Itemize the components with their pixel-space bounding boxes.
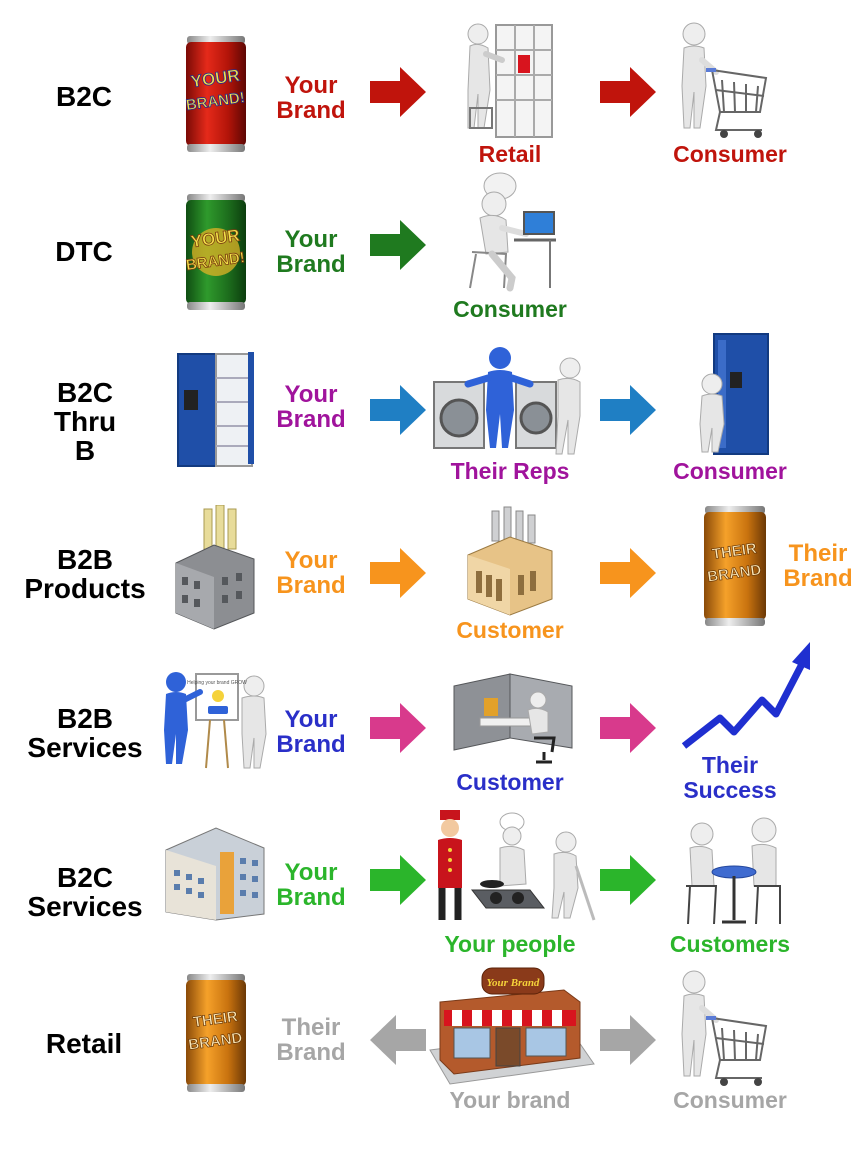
service-staff-icon bbox=[438, 810, 596, 921]
arrow-right-icon bbox=[370, 855, 426, 905]
hotel-building-icon bbox=[165, 827, 265, 921]
retail-caption: Retail bbox=[478, 141, 542, 167]
arrow-right-icon bbox=[600, 703, 656, 753]
your-brand-caption: Your brand bbox=[449, 1087, 571, 1113]
your-brand-can-red: YOUR BRAND! bbox=[184, 36, 246, 152]
svg-text:THEIR: THEIR bbox=[192, 1008, 239, 1031]
cafe-customers-icon bbox=[686, 817, 781, 925]
arrow-right-icon bbox=[370, 67, 426, 117]
your-brand-can-green: YOUR BRAND! bbox=[184, 194, 246, 310]
consumer-caption: Consumer bbox=[673, 1087, 787, 1113]
factory-gray-icon bbox=[175, 505, 255, 630]
model-label: DTC bbox=[55, 236, 113, 267]
chart-sign-text: Helping your brand GROW bbox=[187, 680, 247, 686]
arrow-right-icon bbox=[370, 548, 426, 598]
customer-caption: Customer bbox=[456, 617, 564, 643]
model-label: Retail bbox=[45, 1028, 123, 1059]
arrow-right-icon bbox=[370, 385, 426, 435]
refrigerator-icon bbox=[177, 352, 254, 467]
arrow-right-icon bbox=[600, 1015, 656, 1065]
svg-text:THEIR: THEIR bbox=[711, 540, 758, 563]
consumer-caption: Consumer bbox=[673, 458, 787, 484]
their-brand-can-icon: THEIR BRAND bbox=[186, 974, 246, 1092]
factory-tan-icon bbox=[467, 506, 553, 616]
sales-rep-washers-icon bbox=[433, 347, 581, 455]
customers-caption: Customers bbox=[669, 931, 791, 957]
arrow-left-icon bbox=[370, 1015, 426, 1065]
consumer-fridge-figure-icon bbox=[699, 333, 769, 455]
arrow-right-icon bbox=[370, 220, 426, 270]
their-reps-caption: Their Reps bbox=[450, 458, 570, 484]
office-cubicle-icon bbox=[453, 673, 573, 764]
arrow-right-icon bbox=[600, 548, 656, 598]
storefront-icon: Your Brand bbox=[429, 967, 595, 1085]
their-brand-can-icon: THEIR BRAND bbox=[704, 506, 766, 626]
arrow-right-icon bbox=[600, 855, 656, 905]
consultant-presentation-icon: Helping your brand GROW bbox=[164, 672, 267, 769]
retail-shelf-figure-icon bbox=[467, 23, 553, 138]
consumer-caption: Consumer bbox=[673, 141, 787, 167]
growth-arrow-icon bbox=[681, 642, 810, 749]
computer-user-figure-icon bbox=[469, 172, 556, 292]
arrow-right-icon bbox=[370, 703, 426, 753]
arrow-right-icon bbox=[600, 385, 656, 435]
model-label: B2C bbox=[55, 81, 112, 112]
customer-caption: Customer bbox=[456, 769, 564, 795]
shopping-cart-figure-icon bbox=[681, 970, 768, 1086]
arrow-right-icon bbox=[600, 67, 656, 117]
your-people-caption: Your people bbox=[444, 931, 576, 957]
consumer-caption: Consumer bbox=[453, 296, 567, 322]
shopping-cart-figure-icon bbox=[681, 22, 768, 138]
store-sign-text: Your Brand bbox=[487, 977, 540, 989]
